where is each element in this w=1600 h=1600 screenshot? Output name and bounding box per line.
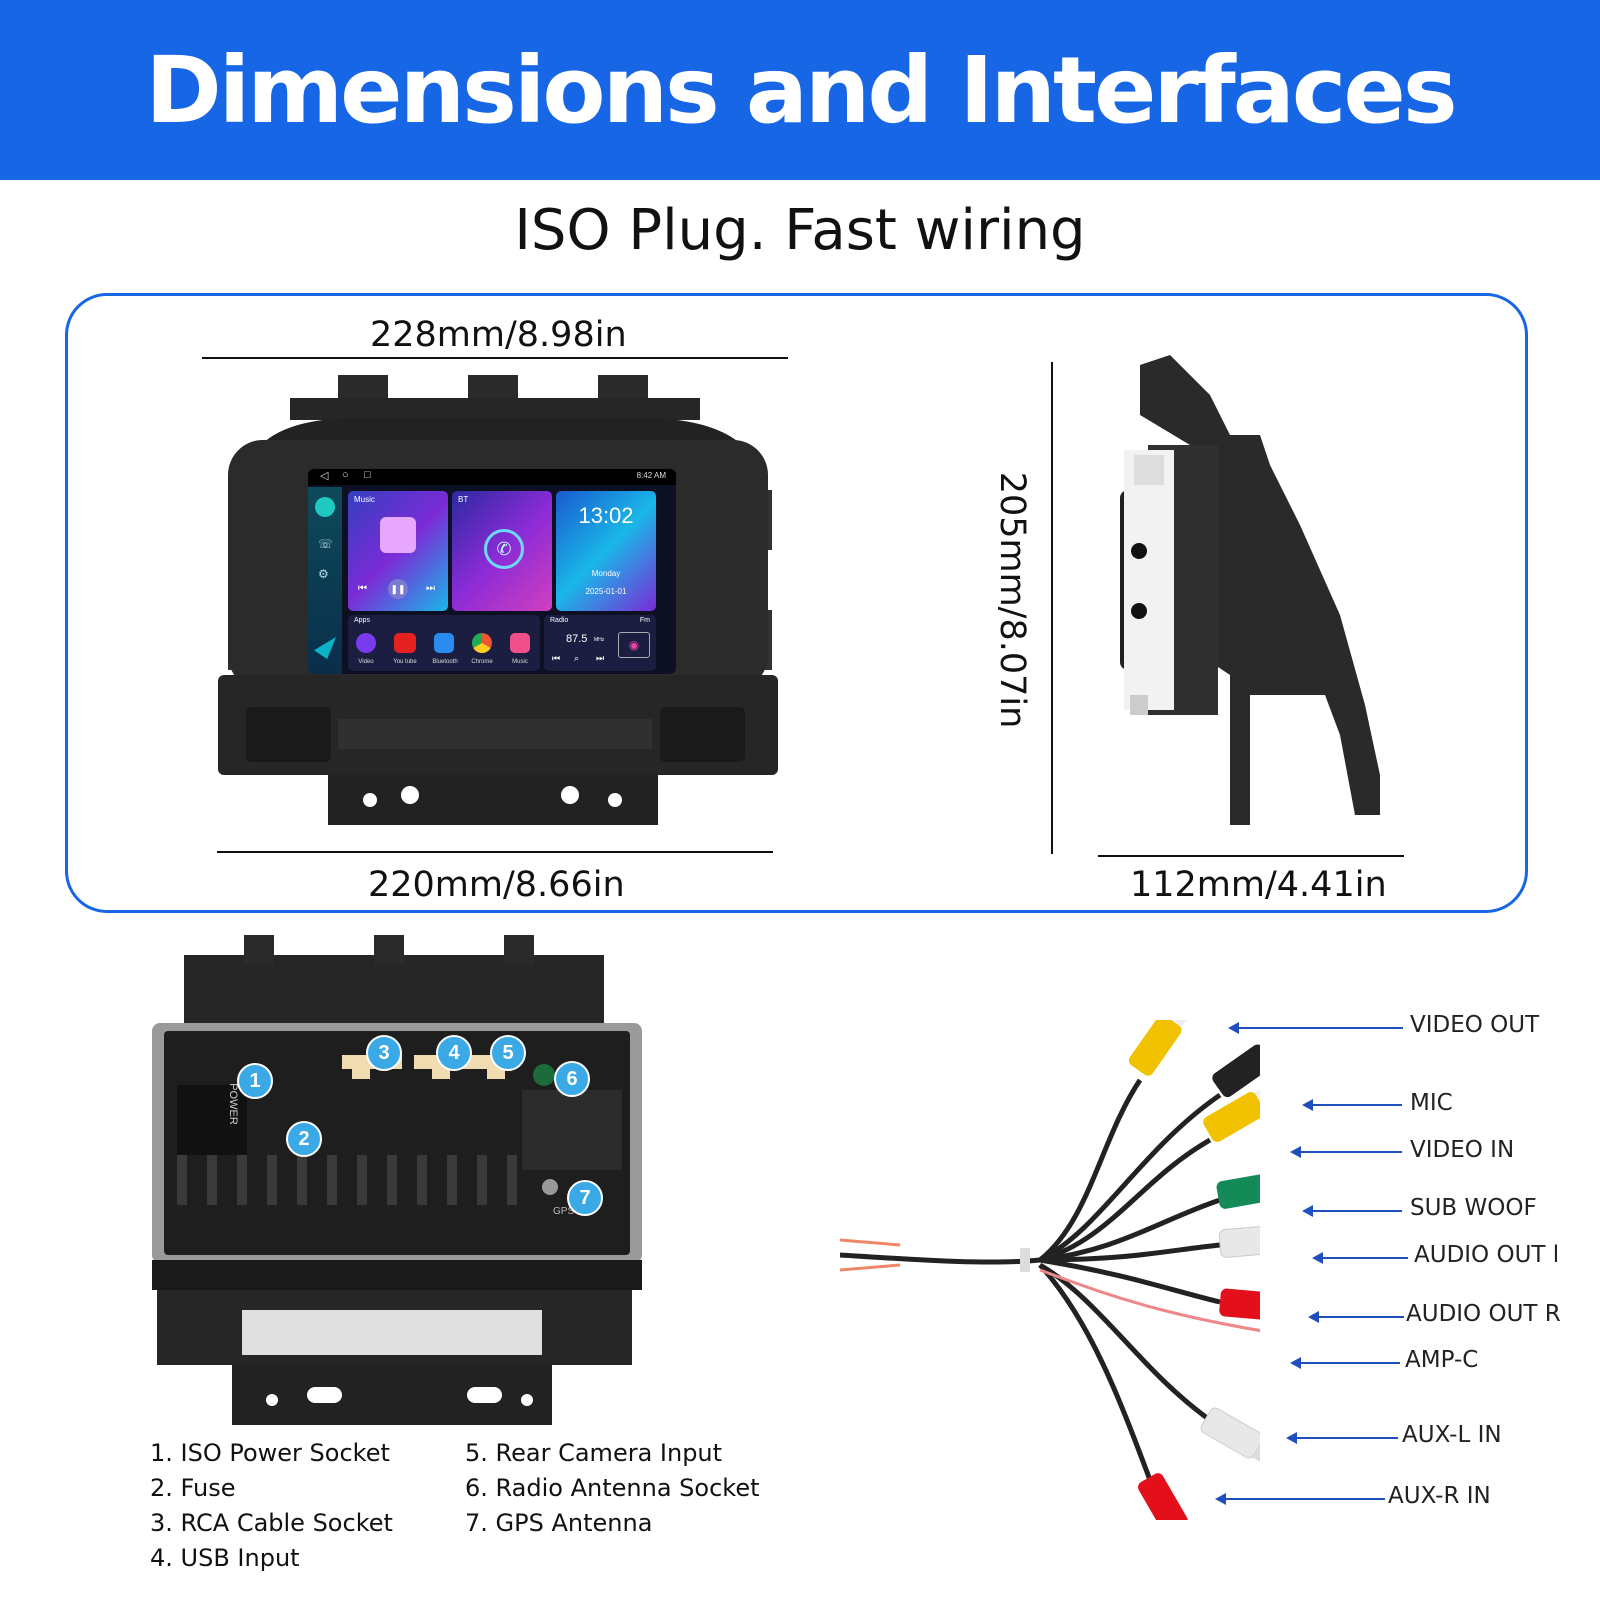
radio-prev-icon[interactable]: ⏮: [552, 653, 561, 663]
cable-label-aux-r-in: AUX-R IN: [1388, 1483, 1491, 1509]
launcher-icon[interactable]: [315, 497, 335, 517]
arrow-audio-out-r: [1308, 1311, 1404, 1323]
radio-broadcast-icon[interactable]: ◉: [618, 632, 650, 658]
legend-item: 4. USB Input: [150, 1544, 300, 1572]
legend-item: 3. RCA Cable Socket: [150, 1509, 393, 1537]
arrow-aux-l-in: [1286, 1432, 1398, 1444]
clock-time: 13:02: [578, 503, 634, 528]
apps-card-title: Apps: [354, 617, 370, 624]
arrow-aux-r-in: [1215, 1493, 1385, 1505]
dimensions-panel: [65, 293, 1528, 913]
bottom-width-label: 220mm/8.66in: [368, 865, 625, 905]
head-unit-screen: ◁ ○ □ 8:42 AM ☏ ⚙ Music ⏮ ❚❚ ⏭ BT ✆ 13:0…: [308, 469, 676, 674]
cable-label-mic: MIC: [1410, 1090, 1453, 1116]
arrow-video-in: [1290, 1146, 1402, 1158]
subtitle: ISO Plug. Fast wiring: [514, 198, 1086, 263]
back-panel-unit: [152, 935, 642, 1425]
depth-line: [1098, 855, 1404, 857]
music-art: [380, 517, 416, 553]
legend-item: 5. Rear Camera Input: [465, 1439, 723, 1467]
cable-label-aux-l-in: AUX-L IN: [1402, 1422, 1502, 1448]
rca-cable-harness: [840, 1020, 1260, 1520]
clock-day: Monday: [591, 569, 621, 578]
music-card-title: Music: [354, 495, 375, 504]
radio-frequency: 87.5: [566, 633, 588, 645]
marker-5: 5: [490, 1035, 526, 1071]
bottom-width-line: [217, 851, 773, 853]
title-banner: Dimensions and Interfaces: [0, 0, 1600, 180]
top-width-line: [202, 357, 788, 359]
power-socket-label: POWER: [226, 1083, 239, 1125]
music-card[interactable]: Music ⏮ ❚❚ ⏭: [348, 491, 448, 611]
app-label-music: Music: [512, 659, 528, 665]
height-label: 205mm/8.07in: [992, 471, 1032, 729]
radio-frequency-unit: MHz: [594, 637, 605, 643]
gps-port-label: GPS: [553, 1206, 575, 1217]
app-label-bluetooth: Bluetooth: [432, 659, 458, 665]
navigation-icon[interactable]: [314, 637, 336, 659]
chrome-app-icon[interactable]: [472, 633, 492, 653]
marker-3: 3: [366, 1035, 402, 1071]
home-icon[interactable]: ○: [342, 469, 349, 481]
cable-label-audio-out-l: AUDIO OUT l: [1414, 1242, 1560, 1268]
arrow-sub-woof: [1302, 1205, 1402, 1217]
cable-label-sub-woof: SUB WOOF: [1410, 1195, 1537, 1221]
recent-apps-icon[interactable]: □: [364, 469, 371, 481]
pause-icon[interactable]: ❚❚: [388, 579, 408, 599]
page-title: Dimensions and Interfaces: [145, 36, 1457, 144]
depth-label: 112mm/4.41in: [1130, 865, 1387, 905]
radio-card[interactable]: Radio Fm 87.5 MHz ◉ ⏮ ⌕ ⏭: [544, 615, 656, 671]
clock-card[interactable]: 13:02 Monday 2025-01-01: [556, 491, 656, 611]
marker-1: 1: [237, 1063, 273, 1099]
legend-item: 1. ISO Power Socket: [150, 1439, 390, 1467]
legend-left: 1. ISO Power Socket 2. Fuse 3. RCA Cable…: [150, 1436, 393, 1576]
radio-search-icon[interactable]: ⌕: [574, 653, 580, 663]
top-width-label: 228mm/8.98in: [370, 315, 627, 355]
apps-card: Apps Video You tube Bluetooth Chrome Mus…: [348, 615, 540, 671]
marker-4: 4: [436, 1035, 472, 1071]
back-icon[interactable]: ◁: [320, 470, 329, 482]
bt-card-title: BT: [458, 495, 469, 504]
radio-card-title: Radio: [550, 617, 569, 624]
next-icon[interactable]: ⏭: [426, 583, 435, 594]
cable-label-video-in: VIDEO IN: [1410, 1137, 1515, 1163]
clock-date: 2025-01-01: [585, 587, 627, 596]
youtube-app-icon[interactable]: [394, 633, 416, 653]
marker-7: 7: [567, 1180, 603, 1216]
app-label-youtube: You tube: [393, 659, 417, 665]
bluetooth-app-icon[interactable]: [434, 633, 454, 653]
cable-label-video-out: VIDEO OUT: [1410, 1012, 1540, 1038]
status-bar: ◁ ○ □ 8:42 AM: [308, 469, 676, 485]
marker-2: 2: [286, 1121, 322, 1157]
arrow-audio-out-l: [1312, 1252, 1408, 1264]
legend-item: 6. Radio Antenna Socket: [465, 1474, 760, 1502]
legend-item: 7. GPS Antenna: [465, 1509, 653, 1537]
app-label-chrome: Chrome: [471, 659, 493, 665]
cable-label-audio-out-r: AUDIO OUT R: [1406, 1301, 1561, 1327]
video-app-icon[interactable]: [356, 633, 376, 653]
cable-label-amp-c: AMP-C: [1405, 1347, 1479, 1373]
marker-6: 6: [554, 1061, 590, 1097]
legend-item: 2. Fuse: [150, 1474, 236, 1502]
app-label-video: Video: [358, 659, 374, 665]
arrow-mic: [1302, 1099, 1402, 1111]
music-app-icon[interactable]: [510, 633, 530, 653]
legend-right: 5. Rear Camera Input 6. Radio Antenna So…: [465, 1436, 760, 1541]
settings-icon[interactable]: ⚙: [318, 567, 329, 581]
radio-band: Fm: [639, 617, 650, 624]
height-line: [1051, 362, 1053, 854]
phone-icon[interactable]: ☏: [318, 537, 334, 551]
arrow-video-out: [1228, 1022, 1403, 1034]
bluetooth-card[interactable]: BT ✆: [452, 491, 552, 611]
radio-next-icon[interactable]: ⏭: [596, 653, 605, 663]
prev-icon[interactable]: ⏮: [358, 583, 367, 594]
side-view-unit: [1120, 355, 1380, 825]
arrow-amp-c: [1290, 1357, 1400, 1369]
status-time: 8:42 AM: [636, 471, 666, 480]
bt-phone-icon: ✆: [484, 529, 524, 569]
side-dock: ☏ ⚙: [308, 487, 342, 674]
